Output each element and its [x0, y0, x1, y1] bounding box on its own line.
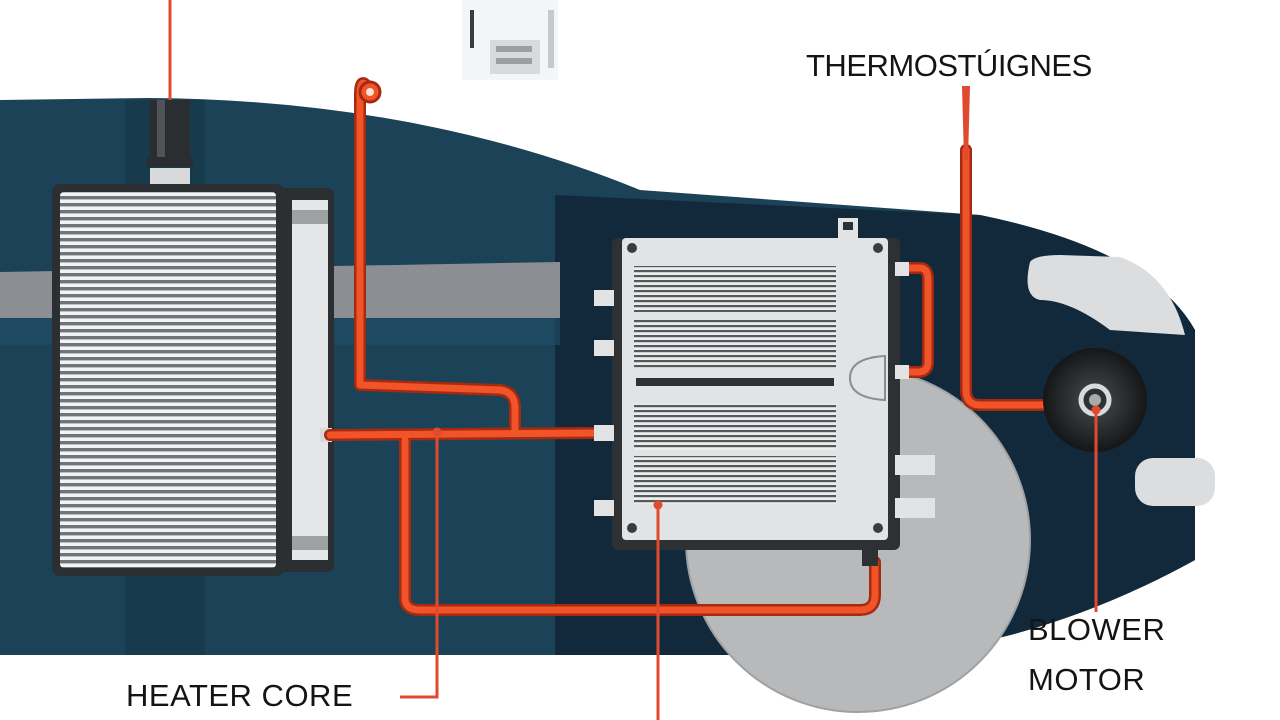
blower-motor-label-line1: BLOWER: [1028, 612, 1166, 647]
inlet-pipe: [147, 100, 193, 186]
body-trim: [1027, 255, 1215, 506]
hvac-control-module: [594, 218, 935, 566]
thermostat-leader: [962, 86, 970, 160]
coolant-pipes: [324, 77, 1058, 616]
leader-lines: [168, 0, 1101, 720]
thermostat-label: THERMOSTÚIGNES: [806, 48, 1092, 83]
blower-motor-label-line2: MOTOR: [1028, 662, 1146, 697]
heater-core-label: HEATER CORE: [126, 678, 354, 713]
heater-core-radiator: [52, 184, 334, 576]
blower-motor-fan: [1043, 348, 1147, 452]
thermostat-housing: [462, 0, 558, 80]
